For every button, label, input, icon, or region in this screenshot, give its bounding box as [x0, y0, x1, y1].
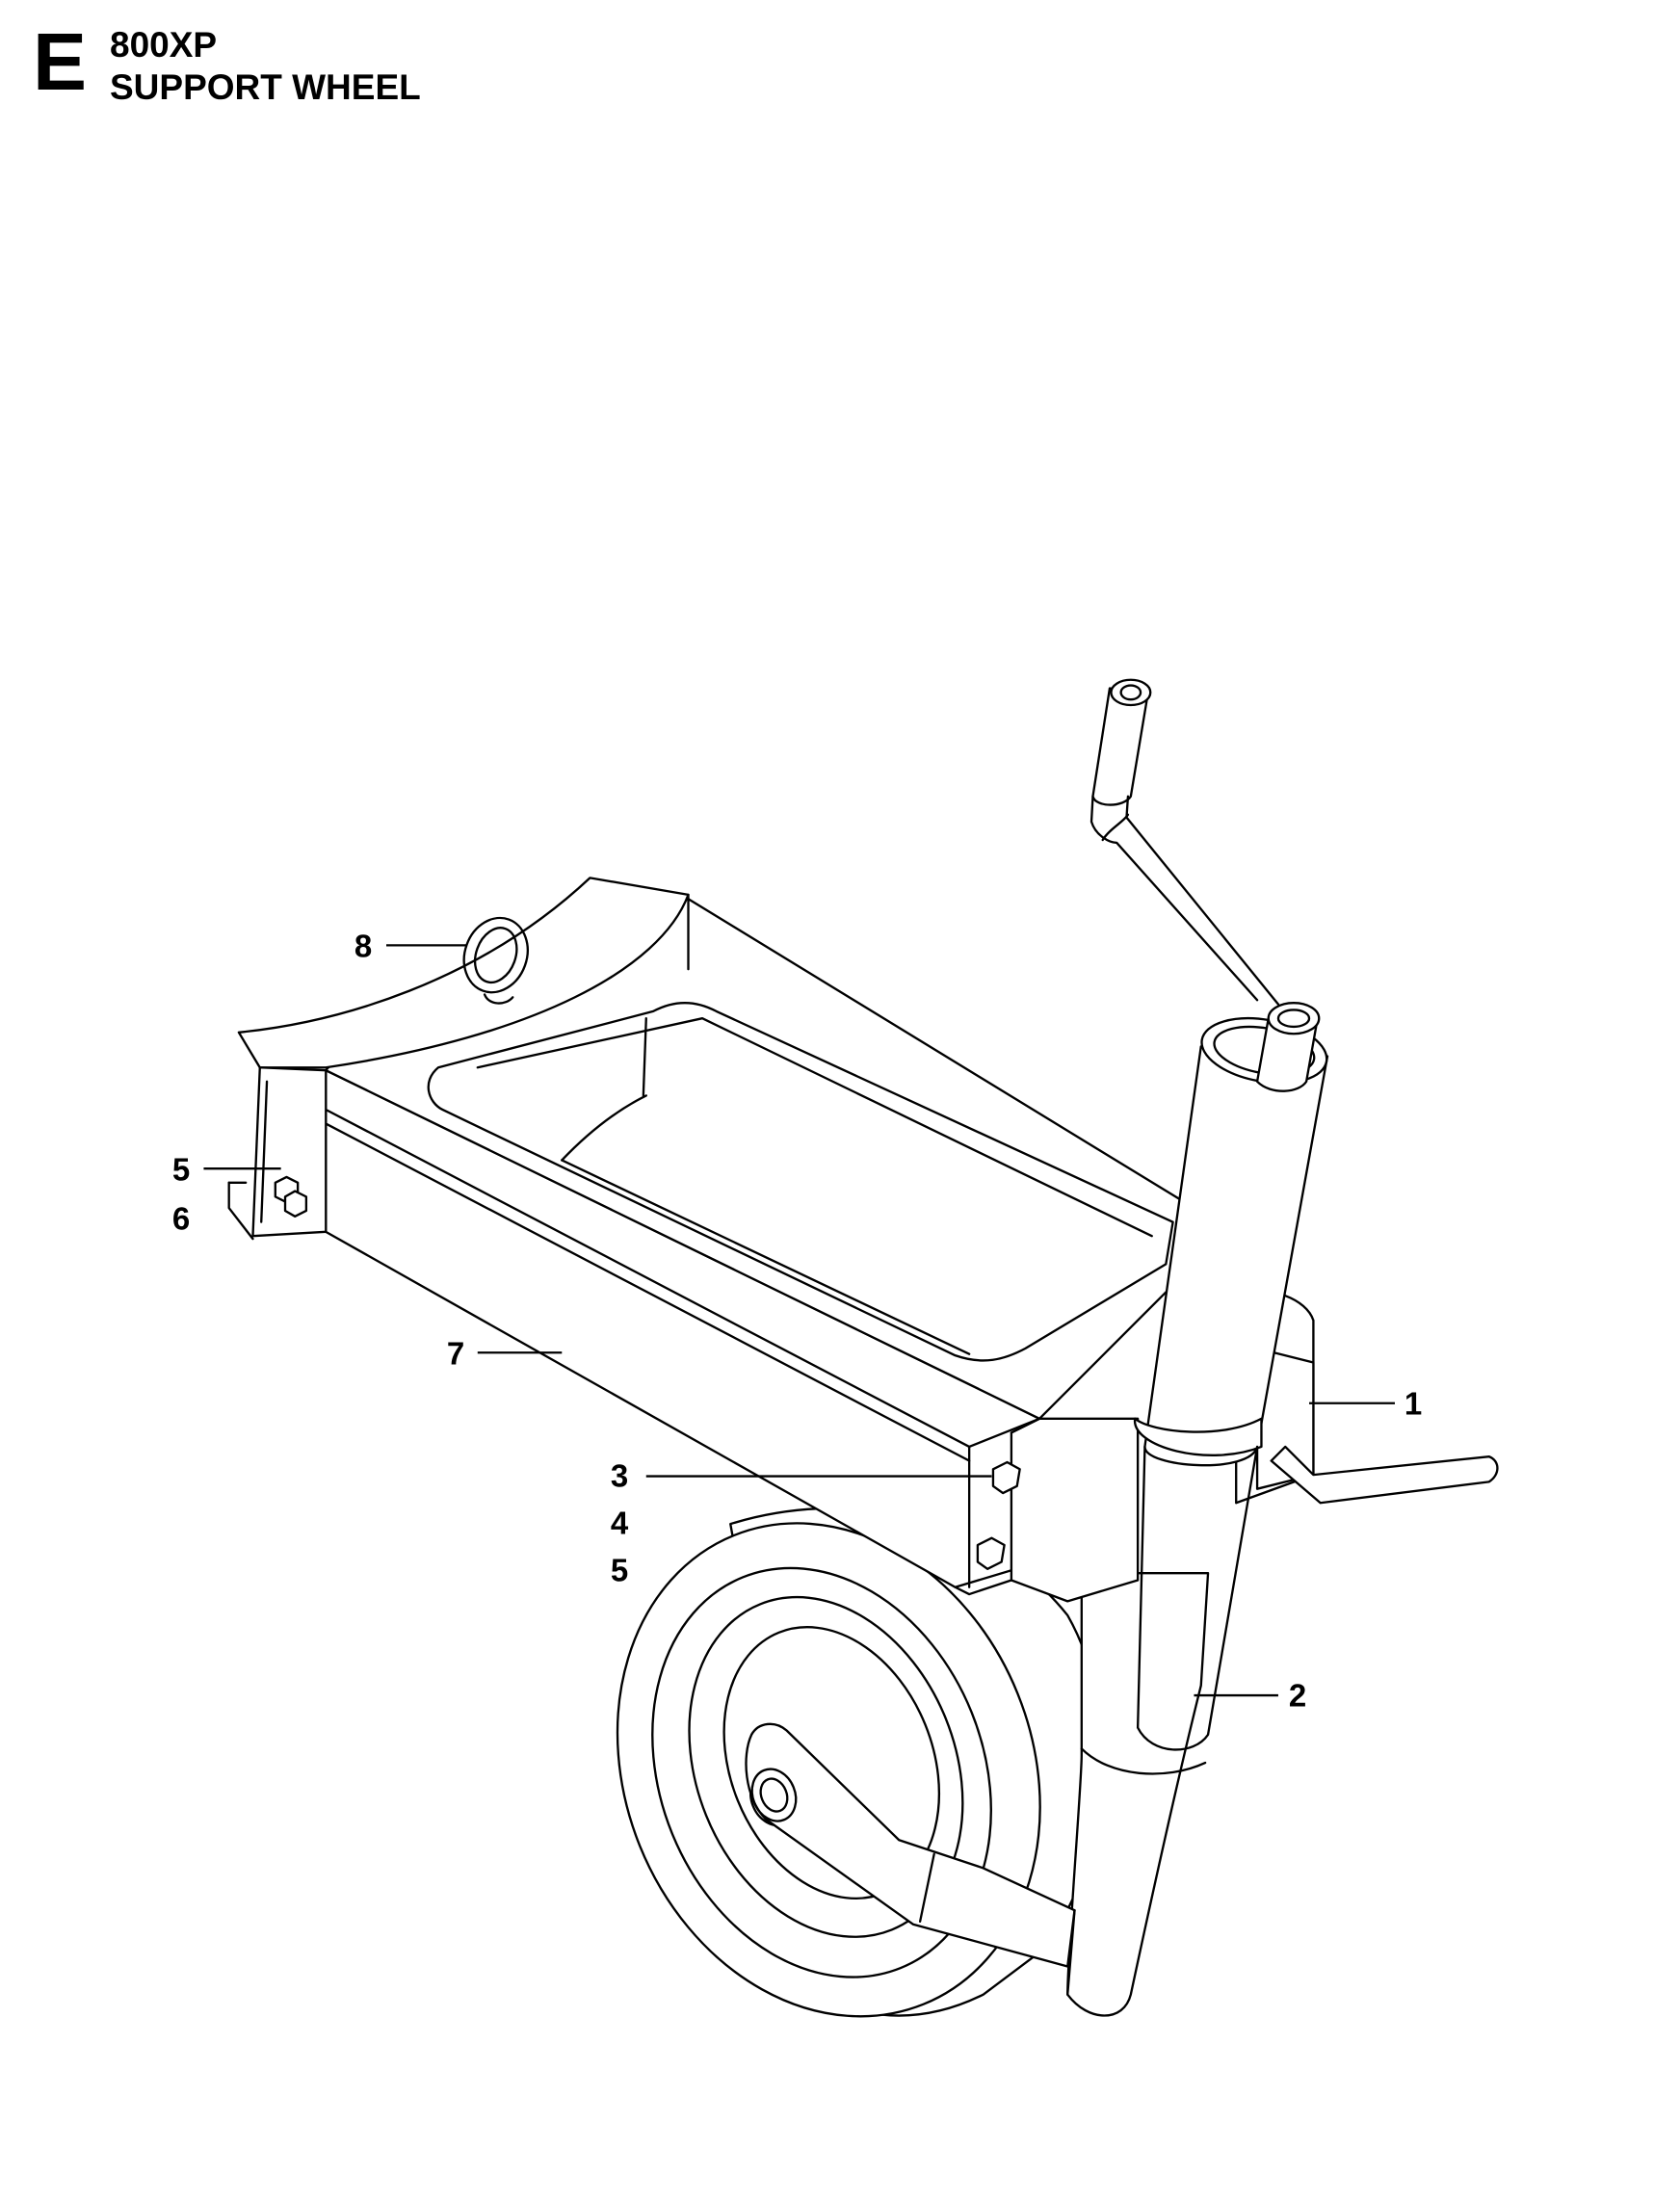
jack-lower-tube: [745, 1572, 1210, 2017]
callout-4: 4: [610, 1505, 629, 1541]
callout-1: 1: [1404, 1385, 1423, 1422]
section-letter: E: [33, 16, 88, 107]
title-block: 800XP SUPPORT WHEEL: [110, 24, 421, 109]
lifting-ring: [462, 916, 529, 1005]
callout-2: 2: [1288, 1677, 1307, 1714]
frame: [227, 877, 1195, 1588]
callout-5-left: 5: [171, 1151, 191, 1188]
callout-7: 7: [446, 1335, 465, 1372]
callout-8: 8: [354, 928, 373, 964]
model-name: 800XP: [110, 25, 218, 65]
left-bolt: [274, 1175, 308, 1218]
jack-upper-tube: [1134, 1001, 1329, 1751]
callout-5-right: 5: [610, 1552, 629, 1588]
crank-handle: [1089, 678, 1280, 1006]
page-title: SUPPORT WHEEL: [110, 67, 421, 107]
callout-3: 3: [610, 1457, 629, 1494]
callout-6: 6: [171, 1200, 191, 1237]
